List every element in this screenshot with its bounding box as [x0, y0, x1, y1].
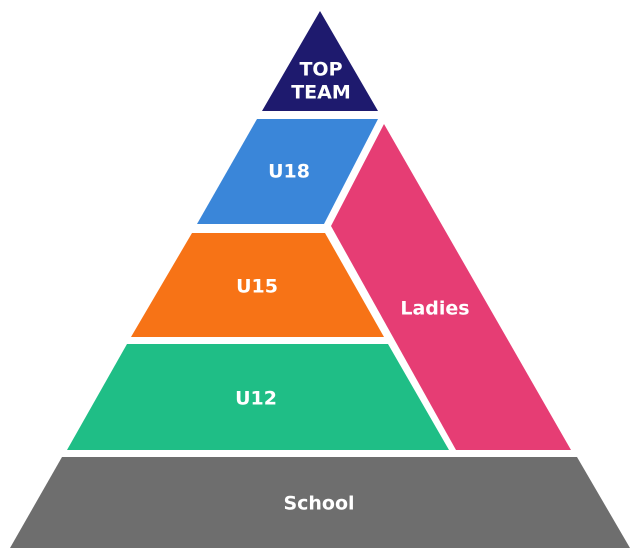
tier-ladies-label: Ladies: [400, 298, 469, 320]
tier-school-label: School: [283, 493, 354, 515]
tier-u15: U15: [131, 233, 384, 337]
tier-u18-shape: [197, 119, 378, 224]
tier-u12: U12: [67, 344, 449, 450]
tier-top-team-shape: [262, 11, 378, 111]
tier-u12-shape: [67, 344, 449, 450]
tier-u18: U18: [197, 119, 378, 224]
tier-u18-label: U18: [268, 161, 310, 183]
tier-u15-shape: [131, 233, 384, 337]
tier-ladies-shape: [331, 124, 571, 450]
tier-top-team: TOP TEAM: [262, 11, 378, 111]
tier-top-team-label-line2: TEAM: [291, 82, 351, 104]
tier-top-team-label-line1: TOP: [299, 59, 342, 81]
tier-ladies: Ladies: [331, 124, 571, 450]
tier-u15-label: U15: [236, 276, 278, 298]
tier-school-shape: [10, 457, 630, 548]
tier-school: School: [10, 457, 630, 548]
tier-u12-label: U12: [235, 388, 277, 410]
